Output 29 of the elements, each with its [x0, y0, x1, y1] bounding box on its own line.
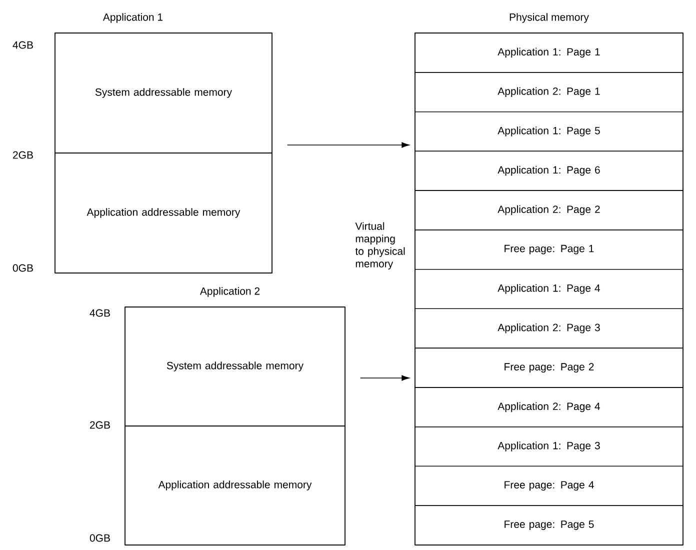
node-label: Application 1	[102, 13, 163, 23]
page-row: Application 2: Page 3	[414, 308, 684, 348]
page-row: Application 2: Page 4	[414, 387, 684, 428]
page-row: Application 2: Page 2	[414, 190, 684, 230]
page-row: Application 2: Page 1	[414, 72, 684, 112]
address-label: 0GB	[90, 534, 110, 542]
page-row: Free page: Page 4	[414, 466, 684, 506]
page-row: Free page: Page 2	[414, 348, 684, 388]
page-row: Application 1: Page 5	[414, 111, 684, 152]
page-row: Application 1: Page 3	[414, 426, 684, 467]
page-row: Free page: Page 5	[414, 505, 684, 546]
address-label: 0GB	[12, 264, 33, 272]
memory-region: System addressable memory	[54, 32, 272, 154]
node-label: Application 2	[200, 287, 260, 297]
annotation-text: Virtual mapping to physical memory	[355, 222, 405, 270]
memory-region: System addressable memory	[124, 306, 346, 426]
memory-region: Application addressable memory	[54, 152, 272, 274]
page-row: Application 1: Page 6	[414, 150, 684, 191]
node-label: Physical memory	[510, 13, 589, 23]
memory-region: Application addressable memory	[124, 426, 346, 546]
arrow	[287, 142, 410, 148]
page-row: Application 1: Page 4	[414, 268, 684, 310]
address-label: 2GB	[90, 421, 110, 429]
address-label: 4GB	[12, 41, 33, 49]
address-label: 4GB	[90, 309, 110, 317]
page-row: Application 1: Page 1	[414, 32, 684, 73]
arrow	[360, 375, 410, 381]
page-row: Free page: Page 1	[414, 230, 684, 270]
address-label: 2GB	[13, 151, 33, 159]
